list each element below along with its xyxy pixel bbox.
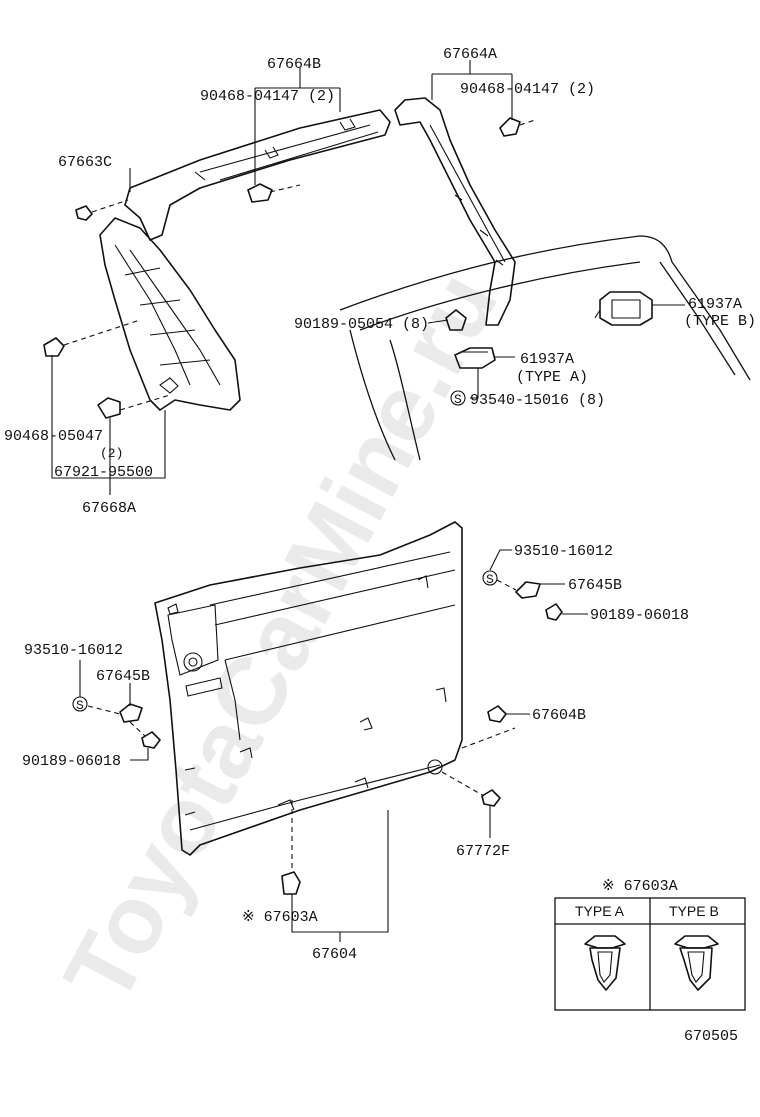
clip-type-a-drawing — [584, 935, 626, 991]
trim-67664A — [394, 97, 516, 326]
label-61937A-b-type: (TYPE B) — [684, 313, 756, 330]
label-67645B-right: 67645B — [568, 577, 622, 594]
label-90468-04147-right: 90468-04147 (2) — [460, 81, 595, 98]
back-door-trim-67604 — [154, 521, 463, 856]
label-90468-05047-qty: (2) — [100, 446, 123, 461]
nut-90189-06018-right — [545, 603, 563, 621]
clip-61937A-typeA — [454, 347, 496, 369]
fastener-90468-05047 — [43, 337, 65, 357]
label-90189-05054: 90189-05054 (8) — [294, 316, 429, 333]
trim-67664B — [124, 109, 391, 241]
inset-col-a: TYPE A — [575, 903, 625, 919]
clip-61937A-typeB — [594, 291, 653, 326]
figure-code: 670505 — [684, 1028, 738, 1045]
watermark: ToyotaCarMine.ru — [44, 255, 518, 1020]
nut-90189-06018-left — [141, 731, 161, 749]
clip-67772F — [481, 789, 501, 807]
label-67663C: 67663C — [58, 154, 112, 171]
label-67921-95500: 67921-95500 — [54, 464, 153, 481]
label-67604: 67604 — [312, 946, 357, 963]
fastener-67921-95500 — [97, 397, 121, 419]
label-67664B: 67664B — [267, 56, 321, 73]
label-90189-06018-left: 90189-06018 — [22, 753, 121, 770]
label-61937A-a-type: (TYPE A) — [516, 369, 588, 386]
label-67668A: 67668A — [82, 500, 136, 517]
labels: 67664B 90468-04147 (2) 67664A 90468-0414… — [4, 46, 756, 963]
label-61937A-b: 61937A — [688, 296, 742, 313]
leaders-upper — [51, 60, 685, 495]
label-93510-16012-left: 93510-16012 — [24, 642, 123, 659]
label-67604B: 67604B — [532, 707, 586, 724]
inset-col-b: TYPE B — [669, 903, 719, 919]
fastener-90468-04147-left — [247, 183, 273, 203]
roof-outline — [339, 235, 751, 461]
leaders-lower — [79, 549, 588, 942]
fastener-90189-05054 — [445, 309, 467, 331]
label-90468-05047: 90468-05047 — [4, 428, 103, 445]
label-67645B-left: 67645B — [96, 668, 150, 685]
label-67603A: ※ 67603A — [242, 909, 318, 926]
clip-type-b-drawing — [674, 935, 719, 991]
fastener-90468-04147-right — [499, 117, 521, 137]
label-61937A-a: 61937A — [520, 351, 574, 368]
s-symbol-93510-right-text: S — [486, 572, 494, 587]
label-90189-06018-right: 90189-06018 — [590, 607, 689, 624]
s-symbol-93510-right — [482, 570, 498, 586]
label-90468-04147-left: 90468-04147 (2) — [200, 88, 335, 105]
inset-title: ※ 67603A — [602, 878, 678, 895]
label-93540-15016: 93540-15016 (8) — [470, 392, 605, 409]
label-93510-16012-right: 93510-16012 — [514, 543, 613, 560]
clip-67603A — [281, 871, 301, 895]
label-67772F: 67772F — [456, 843, 510, 860]
fastener-67663C — [75, 205, 93, 221]
clip-67604B — [487, 705, 507, 723]
s-symbol-93510-left-text: S — [76, 698, 84, 713]
s-symbol-93540-text: S — [454, 392, 462, 407]
trim-67668A — [99, 217, 241, 411]
clip-67645B-right — [515, 581, 541, 599]
label-67664A: 67664A — [443, 46, 497, 63]
inset-table: ※ 67603A TYPE A TYPE B — [554, 878, 746, 1011]
s-symbol-93540 — [450, 390, 466, 406]
clip-67645B-left — [119, 703, 143, 723]
